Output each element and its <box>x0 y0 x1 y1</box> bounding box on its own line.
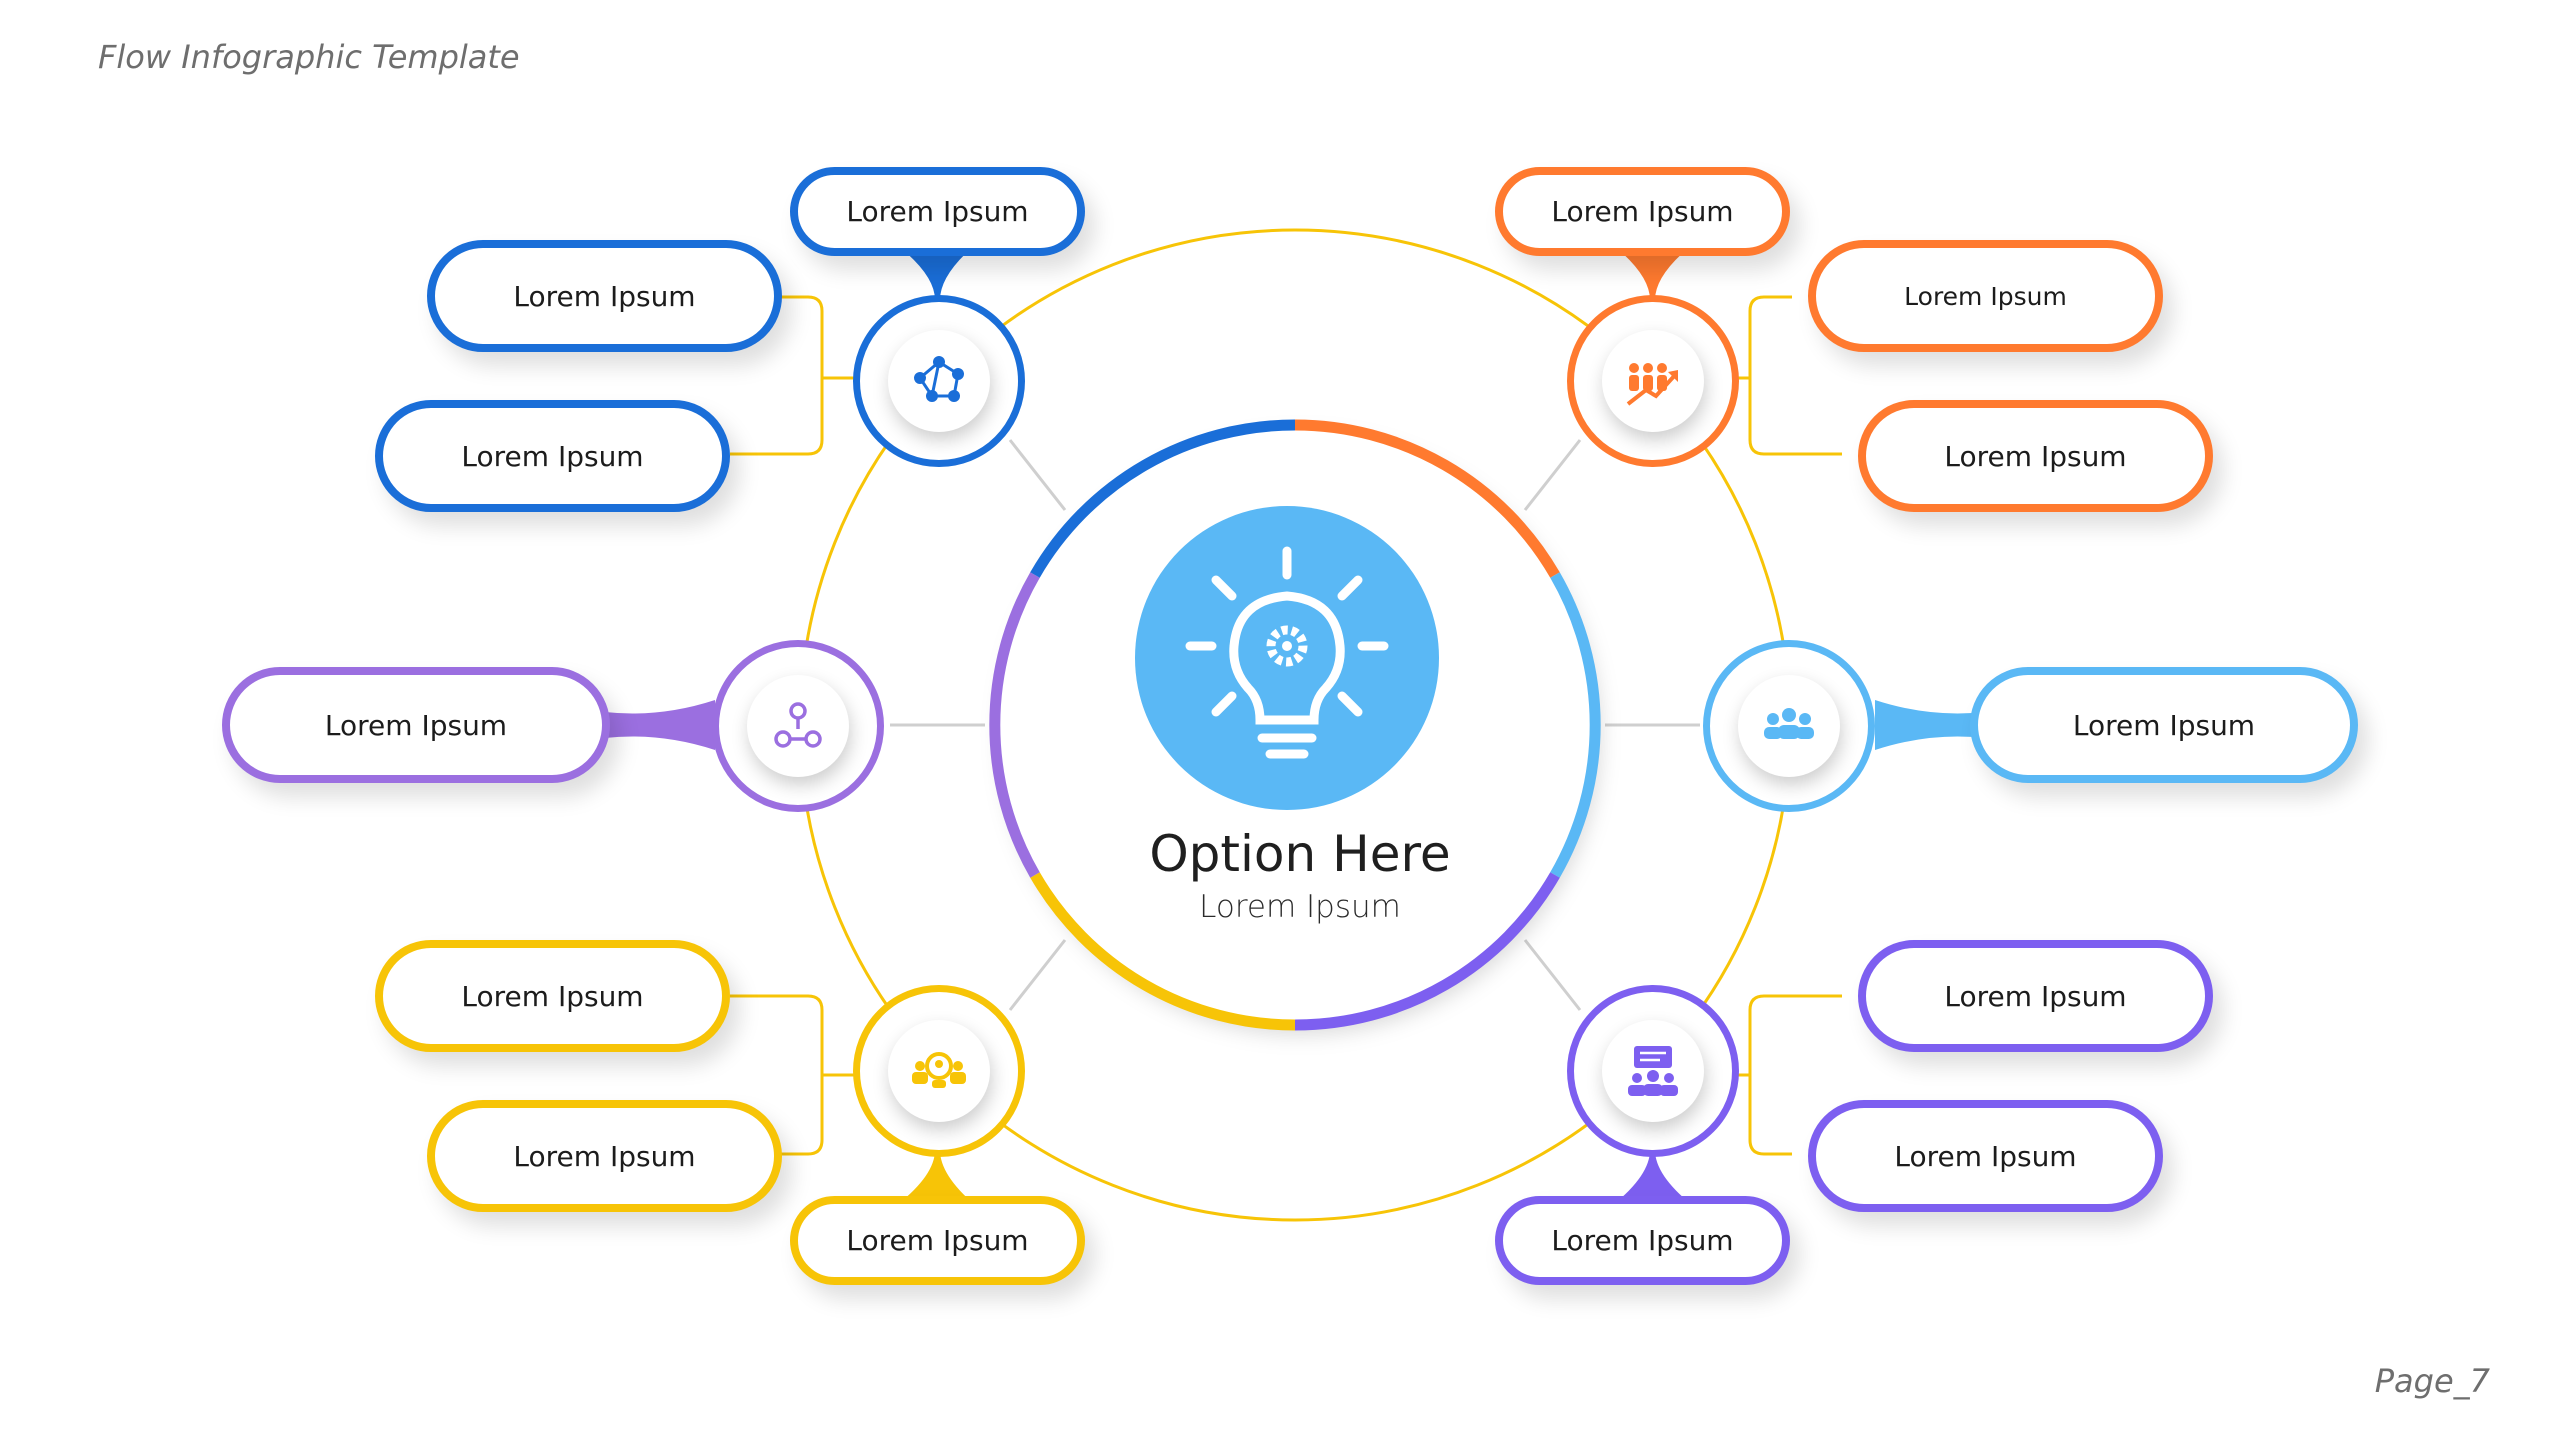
blue-pill-lower[interactable]: Lorem Ipsum <box>375 400 730 512</box>
hub-yellow[interactable] <box>853 985 1025 1157</box>
hub-blue[interactable] <box>853 295 1025 467</box>
center-subtitle: Lorem Ipsum <box>1199 889 1401 925</box>
yellow-pill-bottom[interactable]: Lorem Ipsum <box>790 1196 1085 1285</box>
violet-pill-bottom[interactable]: Lorem Ipsum <box>1495 1196 1790 1285</box>
page-number: Page_7 <box>2374 1362 2490 1400</box>
purple-pill[interactable]: Lorem Ipsum <box>222 667 610 783</box>
orange-pill-top[interactable]: Lorem Ipsum <box>1495 167 1790 256</box>
orange-pill-lower[interactable]: Lorem Ipsum <box>1858 400 2213 512</box>
search-people-icon <box>912 1052 966 1088</box>
hub-orange[interactable] <box>1567 295 1739 467</box>
hierarchy-icon <box>774 702 822 748</box>
presentation-icon <box>1628 1046 1678 1096</box>
group-icon <box>1764 708 1814 739</box>
orange-pill-upper[interactable]: Lorem Ipsum <box>1808 240 2163 352</box>
slide-title: Flow Infographic Template <box>98 38 520 76</box>
center-title: Option Here <box>1149 825 1451 883</box>
blue-pill-top[interactable]: Lorem Ipsum <box>790 167 1085 256</box>
center-arcs <box>989 419 1601 1031</box>
violet-pill-upper[interactable]: Lorem Ipsum <box>1858 940 2213 1052</box>
lightbulb-gear-icon <box>1135 506 1439 810</box>
violet-pill-lower[interactable]: Lorem Ipsum <box>1808 1100 2163 1212</box>
connector-spokes <box>890 439 1700 1011</box>
blue-pill-upper[interactable]: Lorem Ipsum <box>427 240 782 352</box>
hub-purple[interactable] <box>712 640 884 812</box>
yellow-pill-upper[interactable]: Lorem Ipsum <box>375 940 730 1052</box>
yellow-pill-lower[interactable]: Lorem Ipsum <box>427 1100 782 1212</box>
network-icon <box>914 356 964 402</box>
team-growth-icon <box>1626 363 1678 406</box>
hub-violet[interactable] <box>1567 985 1739 1157</box>
hub-necks <box>605 245 1985 1205</box>
sky-pill[interactable]: Lorem Ipsum <box>1970 667 2358 783</box>
hub-sky[interactable] <box>1703 640 1875 812</box>
